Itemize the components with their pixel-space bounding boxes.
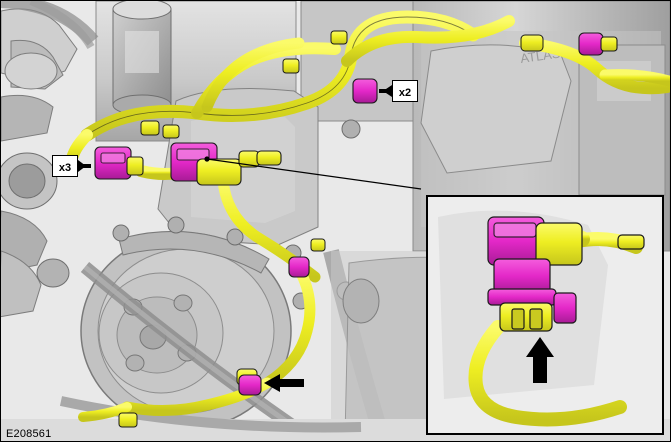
arrow-main-bottom-svg (264, 374, 304, 392)
callout-x2: x2 (374, 80, 418, 102)
callout-x3: x3 (52, 155, 92, 177)
callout-x3-label: x3 (59, 162, 71, 174)
figure-code: E208561 (6, 428, 52, 440)
detail-view-svg (428, 197, 662, 433)
callout-x2-label: x2 (399, 87, 411, 99)
detail-view-inset (426, 195, 664, 435)
arrow-main-bottom (262, 372, 306, 394)
callout-x2-svg: x2 (379, 80, 418, 102)
callout-x3-svg: x3 (52, 155, 91, 177)
arrow-inset-up (526, 337, 554, 383)
